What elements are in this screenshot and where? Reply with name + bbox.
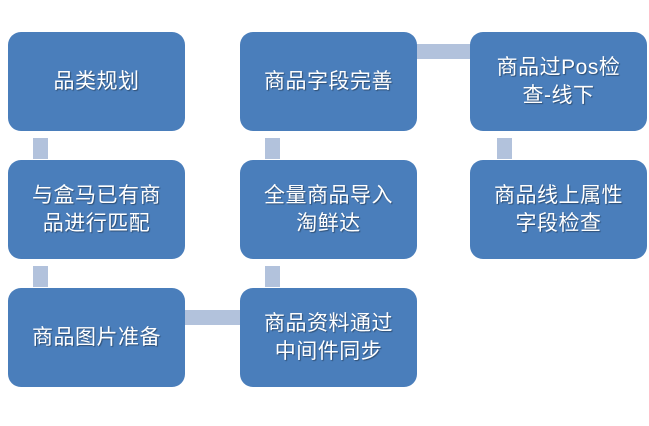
flow-node-n3[interactable]: 商品过Pos检 查-线下	[470, 32, 647, 131]
connector-n7-to-n8	[184, 310, 241, 325]
flow-node-n2[interactable]: 商品字段完善	[240, 32, 417, 131]
flow-node-n7[interactable]: 商品图片准备	[8, 288, 185, 387]
flow-node-n6[interactable]: 商品线上属性 字段检查	[470, 160, 647, 259]
flow-node-n4[interactable]: 与盒马已有商 品进行匹配	[8, 160, 185, 259]
connector-n2-to-n3	[415, 44, 471, 59]
connector-n4-to-n7	[33, 266, 48, 287]
connector-n3-to-n6	[497, 138, 512, 159]
connector-n5-to-n8	[265, 266, 280, 287]
flow-node-n5[interactable]: 全量商品导入 淘鲜达	[240, 160, 417, 259]
connector-n1-to-n4	[33, 138, 48, 159]
flow-node-n1[interactable]: 品类规划	[8, 32, 185, 131]
connector-n2-to-n5	[265, 138, 280, 159]
flow-node-n8[interactable]: 商品资料通过 中间件同步	[240, 288, 417, 387]
